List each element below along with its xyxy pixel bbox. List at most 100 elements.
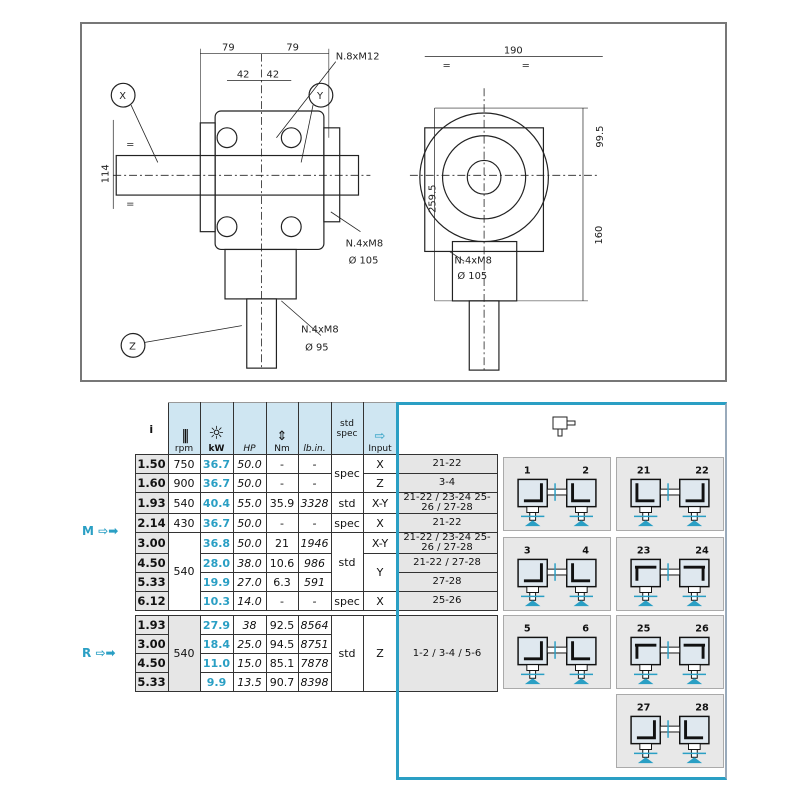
group-m: M ⇨➡ — [82, 524, 119, 538]
config-number: 6 — [582, 624, 589, 635]
hp-cell: 38 — [232, 615, 267, 635]
spacer — [80, 616, 135, 635]
dim-42-right: 42 — [267, 69, 280, 80]
input-shaft-icon: ⇨ — [374, 429, 386, 444]
rpm-cell: 540 — [167, 532, 201, 611]
kw-cell: 36.7 — [199, 454, 234, 474]
ratio-cell: 1.93 — [134, 492, 169, 514]
configuration-cell: 21-22 / 27-28 — [396, 553, 498, 573]
lbin-cell: 8751 — [297, 634, 332, 654]
spacer — [80, 592, 135, 611]
header-rpm: |||rpm — [167, 402, 201, 455]
nm-cell: - — [265, 591, 299, 611]
ratio-cell: 4.50 — [134, 553, 169, 573]
config-number: 27 — [637, 703, 651, 714]
ratio-cell: 4.50 — [134, 653, 169, 673]
kw-cell: 27.9 — [199, 615, 234, 635]
ratio-cell: 2.14 — [134, 513, 169, 533]
diameter-105-side: Ø 105 — [457, 270, 487, 282]
shaft-y-label: Y — [316, 91, 324, 102]
config-number: 25 — [637, 624, 651, 635]
config-number: 2 — [582, 466, 589, 477]
configuration-cell: 21-22 — [396, 454, 498, 474]
gearbox-arrangement-icon: 25 26 — [630, 624, 710, 685]
shaft-z-label: Z — [129, 341, 136, 352]
hp-cell: 25.0 — [232, 634, 267, 654]
configuration-cell: 21-22 / 23-24 25-26 / 27-28 — [396, 492, 498, 514]
input-cell: X-Y — [362, 532, 398, 554]
bolt-spec-n8: N.8xM12 — [336, 52, 380, 63]
gearbox-arrangement-icon: 1 2 — [517, 466, 597, 527]
hp-cell: 15.0 — [232, 653, 267, 673]
gearbox-arrangement-icon: 21 22 — [630, 466, 710, 527]
lbin-cell: 1946 — [297, 532, 332, 554]
nm-cell: 90.7 — [265, 672, 299, 692]
nm-cell: 85.1 — [265, 653, 299, 673]
config-number: 24 — [695, 546, 709, 557]
dim-equal: = — [443, 61, 451, 72]
bolt-spec-side: N.4xM8 — [454, 255, 491, 266]
lbin-cell: - — [297, 473, 332, 493]
configuration-cell: 1-2 / 3-4 / 5-6 — [396, 615, 498, 692]
spec-table: i |||rpm ☼kW HP ⇕Nm lb.in. std spec ⇨Inp… — [80, 402, 498, 692]
input-cell: Y — [362, 553, 398, 592]
header-kw: ☼kW — [199, 402, 234, 455]
configuration-cell: 3-4 — [396, 473, 498, 493]
nm-cell: - — [265, 473, 299, 493]
rpm-cell: 540 — [167, 492, 201, 514]
ratio-cell: 5.33 — [134, 672, 169, 692]
kw-cell: 18.4 — [199, 634, 234, 654]
nm-cell: - — [265, 513, 299, 533]
std-spec-cell: spec — [330, 513, 364, 533]
configuration-diagram-27-28: 27 28 — [616, 694, 724, 768]
shaft-x-label: X — [119, 91, 126, 102]
spacer — [80, 673, 135, 692]
hp-cell: 13.5 — [232, 672, 267, 692]
lbin-cell: 591 — [297, 572, 332, 592]
sun-power-icon: ☼ — [208, 423, 225, 444]
group-r: R ⇨➡ — [82, 646, 116, 660]
rpm-cell: 540 — [167, 615, 201, 692]
std-spec-cell: std — [330, 615, 364, 692]
diameter-95-z: Ø 95 — [305, 341, 328, 353]
ratio-cell: 3.00 — [134, 532, 169, 554]
lbin-cell: - — [297, 513, 332, 533]
kw-cell: 11.0 — [199, 653, 234, 673]
hp-cell: 38.0 — [232, 553, 267, 573]
spacer — [80, 455, 135, 474]
std-spec-cell: std — [330, 492, 364, 514]
config-number: 26 — [695, 624, 709, 635]
ratio-cell: 6.12 — [134, 591, 169, 611]
config-number: 23 — [637, 546, 651, 557]
header-hp: HP — [232, 402, 267, 455]
rpm-cell: 750 — [167, 454, 201, 474]
hp-cell: 50.0 — [232, 513, 267, 533]
header-nm: ⇕Nm — [265, 402, 299, 455]
configuration-diagram-1-2: 1 2 — [503, 457, 611, 531]
gearbox-arrangement-icon: 3 4 — [517, 546, 597, 607]
diameter-105-y: Ø 105 — [349, 254, 379, 266]
std-spec-cell: spec — [330, 591, 364, 611]
ratio-cell: 1.93 — [134, 615, 169, 635]
header-lbin: lb.in. — [297, 402, 332, 455]
config-number: 1 — [524, 466, 531, 477]
nm-cell: 35.9 — [265, 492, 299, 514]
output-arrow-icon: ⇨➡ — [95, 646, 116, 660]
input-arrow-icon: ⇨➡ — [98, 524, 119, 538]
hp-cell: 50.0 — [232, 532, 267, 554]
kw-cell: 36.7 — [199, 473, 234, 493]
lbin-cell: - — [297, 591, 332, 611]
input-cell: X-Y — [362, 492, 398, 514]
kw-cell: 28.0 — [199, 553, 234, 573]
gearbox-arrangement-icon: 5 6 — [517, 624, 597, 685]
hp-cell: 50.0 — [232, 454, 267, 474]
ratio-cell: 5.33 — [134, 572, 169, 592]
configuration-diagram-5-6: 5 6 — [503, 615, 611, 689]
gearbox-drawing-svg: 79 79 42 42 114 = = X Y Z N.8xM12 N.4xM8… — [100, 43, 606, 371]
kw-cell: 19.9 — [199, 572, 234, 592]
config-number: 3 — [524, 546, 531, 557]
